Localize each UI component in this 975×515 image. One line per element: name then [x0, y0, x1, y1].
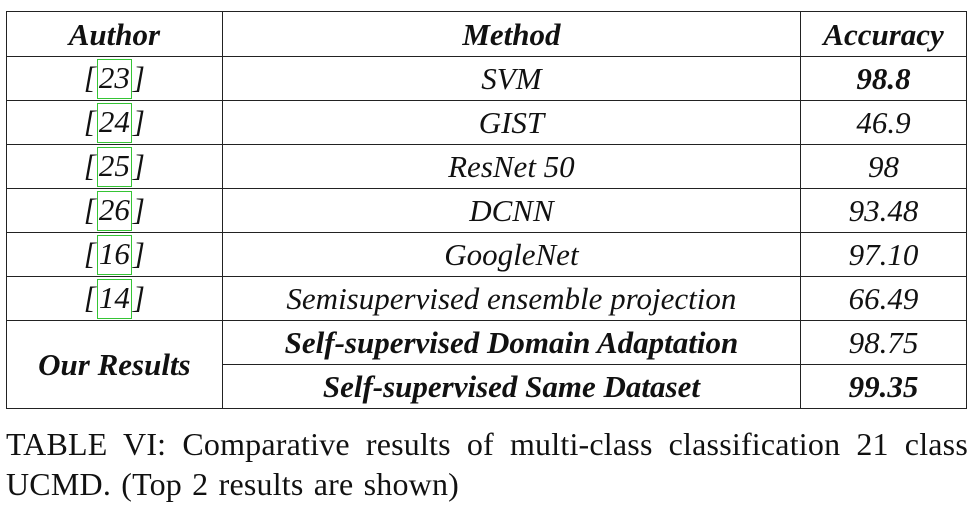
accuracy-cell: 66.49	[800, 276, 967, 321]
table-caption: TABLE VI: Comparative results of multi-c…	[6, 426, 968, 502]
bracket-open: [	[83, 103, 96, 139]
bracket-close: ]	[132, 279, 145, 315]
citation-link-box[interactable]: 24	[96, 102, 132, 143]
citation-link-box[interactable]: 14	[96, 278, 132, 319]
method-cell: Semisupervised ensemble projection	[221, 276, 802, 321]
header-row: Author Method Accuracy	[6, 11, 967, 57]
header-author: Author	[6, 11, 223, 57]
bracket-open: [	[83, 279, 96, 315]
author-cell: [24]	[6, 100, 223, 145]
citation-link-box[interactable]: 26	[96, 190, 132, 231]
header-accuracy: Accuracy	[800, 11, 967, 57]
table-row: [26] DCNN 93.48	[6, 188, 967, 233]
citation[interactable]: [25]	[83, 146, 145, 187]
method-cell: GIST	[221, 100, 802, 145]
citation[interactable]: [16]	[83, 234, 145, 275]
citation-link-box[interactable]: 23	[96, 58, 132, 99]
author-cell: [25]	[6, 144, 223, 189]
bracket-open: [	[83, 235, 96, 271]
method-cell: GoogleNet	[221, 232, 802, 277]
accuracy-cell: 99.35	[800, 364, 967, 409]
citation-link-box[interactable]: 25	[96, 146, 132, 187]
header-method: Method	[221, 11, 802, 57]
table-row: [14] Semisupervised ensemble projection …	[6, 276, 967, 321]
bracket-close: ]	[132, 103, 145, 139]
bracket-open: [	[83, 147, 96, 183]
citation[interactable]: [23]	[83, 58, 145, 99]
citation-link-box[interactable]: 16	[96, 234, 132, 275]
accuracy-cell: 98.75	[800, 320, 967, 365]
author-cell: [23]	[6, 56, 223, 101]
accuracy-cell: 93.48	[800, 188, 967, 233]
method-cell: Self-supervised Same Dataset	[221, 364, 802, 409]
citation[interactable]: [14]	[83, 278, 145, 319]
author-cell: [26]	[6, 188, 223, 233]
results-table: Author Method Accuracy [23] SVM 98.8 [24…	[6, 11, 967, 409]
author-cell: [14]	[6, 276, 223, 321]
accuracy-cell: 97.10	[800, 232, 967, 277]
method-cell: DCNN	[221, 188, 802, 233]
our-results-cell: Our Results	[6, 320, 223, 409]
method-cell: SVM	[221, 56, 802, 101]
accuracy-cell: 98.8	[800, 56, 967, 101]
table-row: [16] GoogleNet 97.10	[6, 232, 967, 277]
bracket-open: [	[83, 191, 96, 227]
table-row: [25] ResNet 50 98	[6, 144, 967, 189]
bracket-close: ]	[132, 235, 145, 271]
table-row: [23] SVM 98.8	[6, 56, 967, 101]
citation[interactable]: [24]	[83, 102, 145, 143]
table-row-ours: Self-supervised Same Dataset 99.35	[7, 364, 967, 409]
accuracy-cell: 98	[800, 144, 967, 189]
bracket-close: ]	[132, 59, 145, 95]
method-cell: Self-supervised Domain Adaptation	[221, 320, 802, 365]
accuracy-cell: 46.9	[800, 100, 967, 145]
bracket-close: ]	[132, 191, 145, 227]
table-row: [24] GIST 46.9	[6, 100, 967, 145]
citation[interactable]: [26]	[83, 190, 145, 231]
bracket-close: ]	[132, 147, 145, 183]
method-cell: ResNet 50	[221, 144, 802, 189]
table-row-ours: Our Results Self-supervised Domain Adapt…	[6, 320, 967, 409]
bracket-open: [	[83, 59, 96, 95]
author-cell: [16]	[6, 232, 223, 277]
